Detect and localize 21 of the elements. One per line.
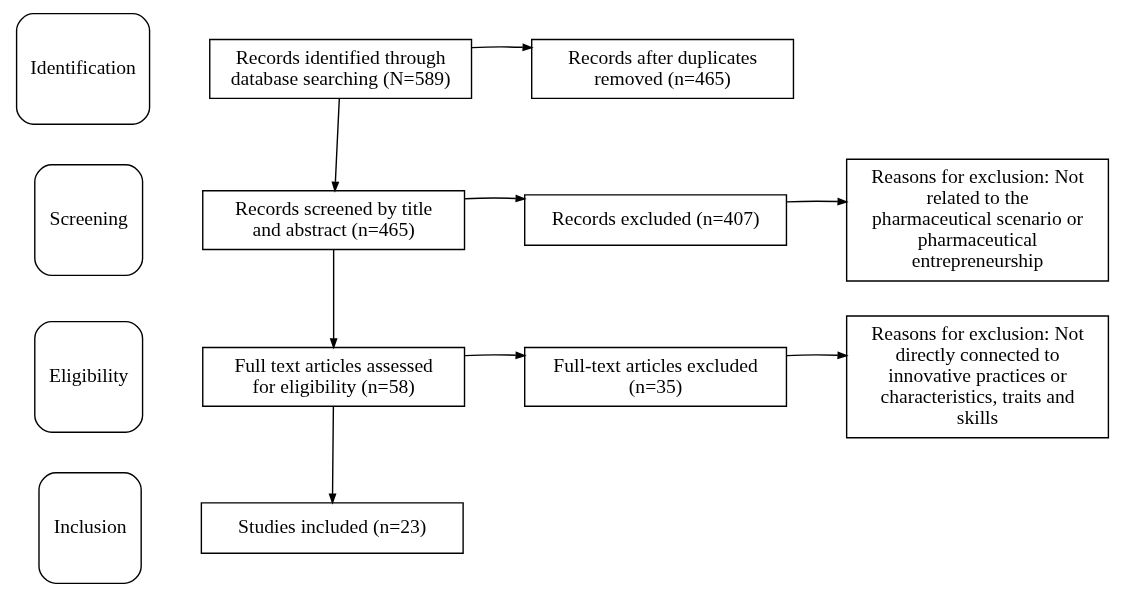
arrow xyxy=(463,351,527,360)
arrow xyxy=(785,351,849,360)
arrow xyxy=(785,197,849,206)
node-box: Records after duplicates removed (n=465) xyxy=(530,38,794,100)
node-box: Records screened by title and abstract (n=465) xyxy=(201,190,465,251)
arrow xyxy=(463,194,527,203)
node-box: Records excluded (n=407) xyxy=(523,194,787,246)
node-box: Inclusion xyxy=(37,472,142,585)
node-box: Screening xyxy=(33,164,143,277)
node-box: Records identified through database searching (N=589) xyxy=(208,38,472,100)
node-box: Full-text articles excluded (n=35) xyxy=(523,346,787,407)
node-box: Studies included (n=23) xyxy=(200,502,464,554)
node-box: Identification xyxy=(15,12,150,125)
arrow xyxy=(328,406,336,505)
arrow xyxy=(470,43,534,52)
node-box: Reasons for exclusion: Not related to the pharmaceutical scenario or pharmaceutical entrepreneurship xyxy=(845,158,1109,282)
node-box: Eligibility xyxy=(33,320,143,433)
arrow xyxy=(329,249,338,350)
node-box: Full text articles assessed for eligibility (n=58) xyxy=(201,346,465,407)
arrow xyxy=(330,98,340,193)
node-box: Reasons for exclusion: Not directly connected to innovative practices or characteristics, traits and skills xyxy=(845,315,1109,439)
